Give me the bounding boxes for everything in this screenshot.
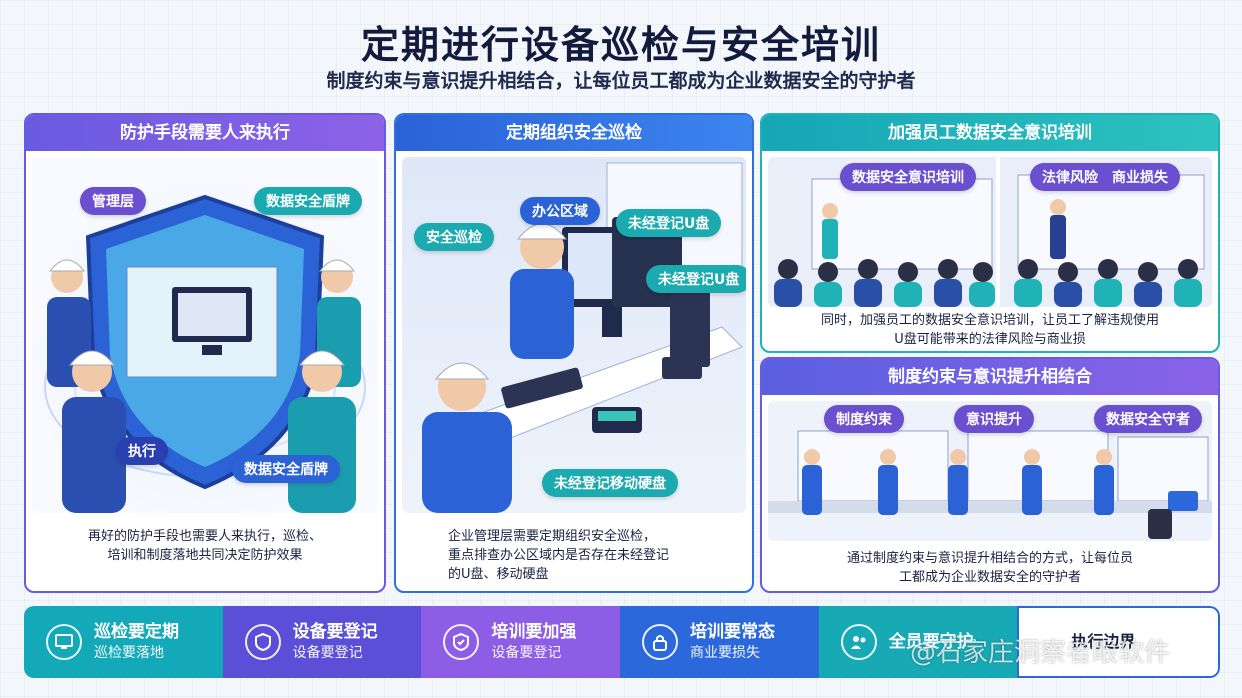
- inspect-illustration: 办公区域 安全巡检 未经登记U盘 未经登记U盘 未经登记移动硬盘: [402, 157, 746, 513]
- footer-item-title: 巡检要定期: [94, 622, 179, 642]
- panel-protect-caption: 再好的防护手段也需要人来执行，巡检、 培训和制度落地共同决定防护效果: [87, 529, 322, 563]
- footer-bar: 巡检要定期 巡检要落地 设备要登记 设备要登记 培训要加强 设备要登记 培训要常…: [24, 606, 1220, 678]
- page-subtitle: 制度约束与意识提升相结合，让每位员工都成为企业数据安全的守护者: [326, 70, 916, 92]
- register-icon: [244, 624, 281, 660]
- tag-guardian: 数据安全守者: [1094, 405, 1202, 433]
- footer-item-guard: 全员要守护: [818, 606, 1018, 678]
- footer-item-title: 培训要加强: [491, 622, 577, 642]
- panel-combine-caption: 通过制度约束与意识提升相结合的方式，让每位员 工都成为企业数据安全的守护者: [846, 551, 1133, 585]
- panel-protect: 防护手段需要人来执行 管理层 数据安全盾牌 执行 数据安全: [24, 113, 386, 593]
- footer-item-title: 执行边界: [1071, 632, 1136, 651]
- footer-item-sub: 巡检要落地: [94, 645, 164, 661]
- lock-icon: [642, 624, 679, 660]
- panel-inspect: 定期组织安全巡检 办公区域 安全巡检 未经登记U盘 未经登记U盘 未经登记移动硬…: [394, 113, 754, 593]
- footer-item-title: 全员要守护: [888, 632, 974, 652]
- monitor-icon: [46, 624, 82, 660]
- tag-rule-constraint: 制度约束: [824, 405, 904, 433]
- tag-awareness-boost: 意识提升: [954, 405, 1034, 433]
- tag-execute: 执行: [116, 437, 168, 465]
- tag-management: 管理层: [80, 187, 146, 215]
- footer-item-inspect: 巡检要定期 巡检要落地: [24, 606, 223, 678]
- footer-item-training: 培训要加强 设备要登记: [421, 606, 621, 678]
- team-icon: [840, 624, 877, 660]
- combine-illustration: 制度约束 意识提升 数据安全守者: [768, 401, 1212, 541]
- footer-item-boundary: 执行边界: [1017, 606, 1220, 678]
- classroom-scene-icon: [774, 157, 1205, 307]
- footer-item-sub: 商业要损失: [690, 645, 761, 661]
- header: 定期进行设备巡检与安全培训 制度约束与意识提升相结合，让每位员工都成为企业数据安…: [0, 0, 1242, 110]
- page-title: 定期进行设备巡检与安全培训: [360, 23, 881, 67]
- shield-icon: [443, 624, 480, 660]
- protect-illustration: 管理层 数据安全盾牌 执行 数据安全盾牌: [32, 157, 378, 513]
- panel-training: 加强员工数据安全意识培训 数据安全: [760, 113, 1220, 353]
- tag-shield-2: 数据安全盾牌: [232, 455, 340, 483]
- tag-usb-1: 未经登记U盘: [616, 209, 722, 237]
- panel-combine: 制度约束与意识提升相结合 制度约束 意识提升 数据安全守者 通过制度约束与意识提…: [760, 357, 1220, 593]
- tag-awareness-training: 数据安全意识培训: [840, 163, 976, 191]
- panel-inspect-title: 定期组织安全巡检: [396, 115, 752, 151]
- tag-inspection: 安全巡检: [414, 223, 494, 251]
- panel-protect-title: 防护手段需要人来执行: [26, 115, 384, 151]
- tag-usb-2: 未经登记U盘: [646, 265, 746, 293]
- panel-training-title: 加强员工数据安全意识培训: [762, 115, 1218, 151]
- tag-hdd: 未经登记移动硬盘: [542, 469, 678, 497]
- panel-training-caption: 同时，加强员工的数据安全意识培训，让员工了解违规使用 U盘可能带来的法律风险与商…: [820, 313, 1159, 347]
- footer-item-sub: 设备要登记: [292, 645, 363, 661]
- footer-item-title: 设备要登记: [292, 622, 378, 642]
- tag-shield-1: 数据安全盾牌: [254, 187, 362, 215]
- panel-combine-title: 制度约束与意识提升相结合: [762, 359, 1218, 395]
- tag-legal-risk: 法律风险 商业损失: [1030, 163, 1180, 191]
- training-illustration: 数据安全意识培训 法律风险 商业损失: [768, 157, 1212, 307]
- footer-item-sub: 设备要登记: [491, 645, 562, 661]
- footer-item-title: 培训要常态: [690, 622, 776, 642]
- footer-item-register: 设备要登记 设备要登记: [222, 606, 422, 678]
- team-scene-icon: [768, 430, 1212, 539]
- footer-item-routine: 培训要常态 商业要损失: [620, 606, 819, 678]
- tag-office: 办公区域: [520, 197, 600, 225]
- panel-inspect-caption: 企业管理层需要定期组织安全巡检， 重点排查办公区域内是否存在未经登记 的U盘、移…: [448, 529, 670, 582]
